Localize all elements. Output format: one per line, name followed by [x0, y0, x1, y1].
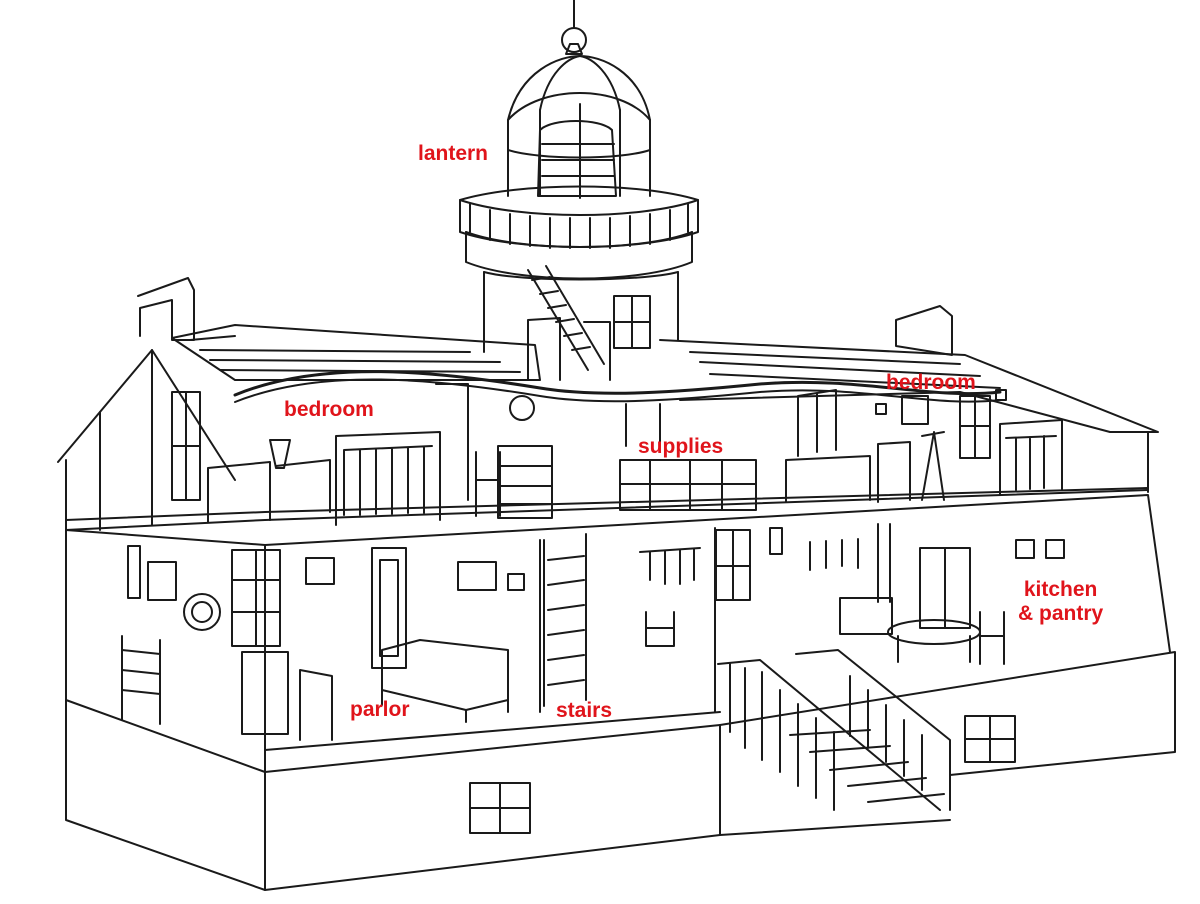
- label-kitchen-pantry: kitchen & pantry: [1018, 578, 1103, 626]
- label-supplies: supplies: [638, 435, 724, 458]
- label-kitchen-line2: & pantry: [1018, 602, 1104, 625]
- label-lantern: lantern: [418, 142, 489, 165]
- front-steps: [717, 649, 951, 811]
- label-bedroom-right: bedroom: [886, 371, 976, 394]
- foundation: [65, 651, 1176, 891]
- label-parlor: parlor: [350, 698, 410, 721]
- ground-floor: [65, 489, 1171, 773]
- label-bedroom-left: bedroom: [284, 398, 374, 421]
- label-kitchen-line1: kitchen: [1023, 578, 1098, 601]
- tower: [459, 0, 699, 381]
- label-stairs: stairs: [556, 699, 613, 722]
- upper-floor: [57, 277, 1159, 531]
